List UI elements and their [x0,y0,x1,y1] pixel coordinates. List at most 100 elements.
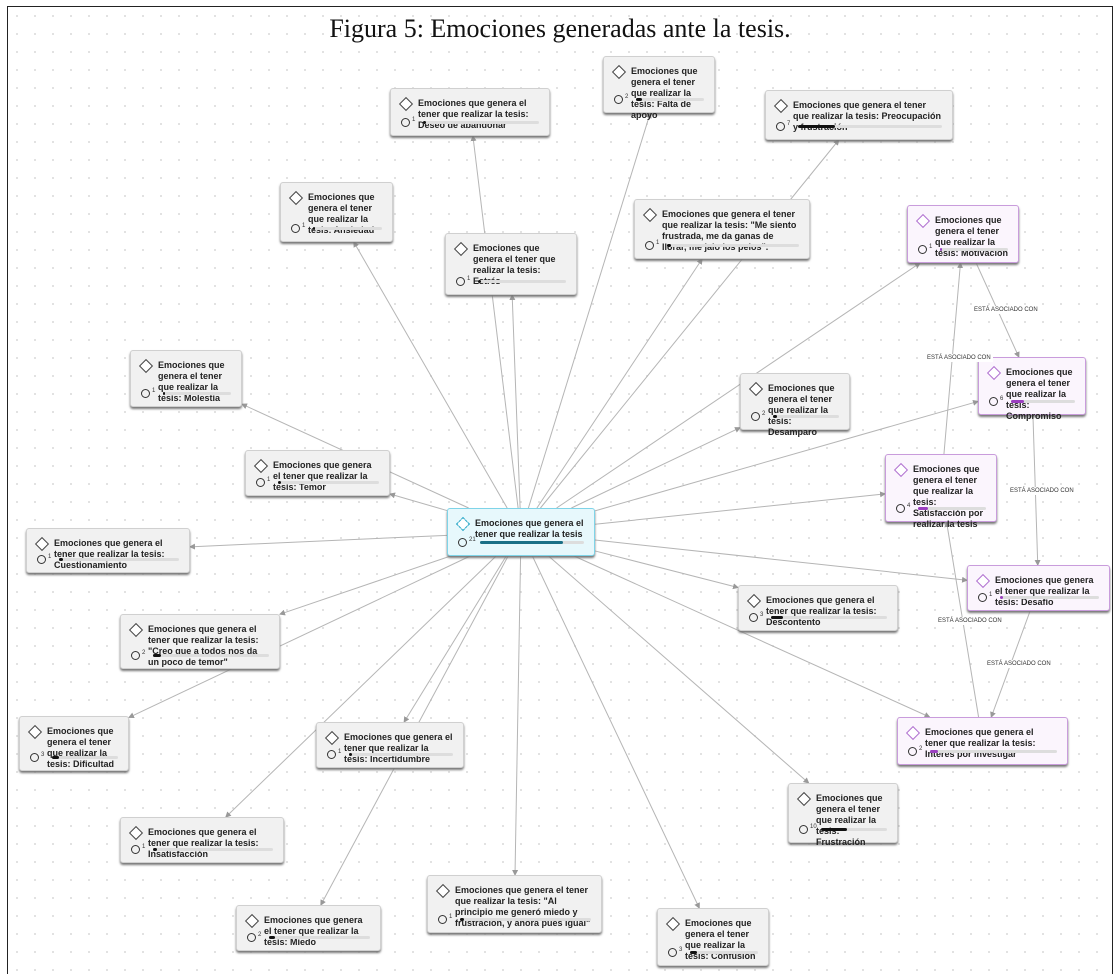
hub-edge [353,241,508,509]
node-count: 7 [787,121,791,127]
clock-icon [291,224,300,233]
hub-edge [279,555,451,616]
node-count: 2 [142,650,146,656]
clock-icon [438,915,447,924]
emotion-node[interactable]: Emociones que genera el tener que realiz… [130,350,242,407]
node-progress-bar [667,244,799,247]
node-label: Emociones que genera el tener que realiz… [925,727,1036,759]
node-label: Emociones que genera el tener que realiz… [816,793,883,847]
emotion-node[interactable]: Emociones que genera el tener que realiz… [967,565,1110,611]
node-progress-fill [59,558,63,561]
node-label: Emociones que genera el tener que realiz… [913,464,984,529]
node-count: 3 [760,612,764,618]
node-meta: 21 [458,537,584,547]
node-label: Emociones que genera el tener que realiz… [935,215,1009,258]
hub-node[interactable]: Emociones que genera el tener que realiz… [447,508,595,556]
hub-edge [594,539,968,583]
node-progress-bar [930,750,1057,753]
node-count: 2 [919,746,923,752]
emotion-node[interactable]: Emociones que genera el tener que realiz… [738,585,898,631]
clock-icon [918,245,927,254]
node-count: 1 [989,592,993,598]
node-label: Emociones que genera el tener que realiz… [148,624,259,667]
emotion-node[interactable]: Emociones que genera el tener que realiz… [280,182,393,242]
clock-icon [645,241,654,250]
node-label: Emociones que genera el tener que realiz… [631,66,698,120]
node-meta: 2 [908,746,1057,756]
hub-edge [189,534,448,550]
node-count: 1 [412,117,416,123]
clock-icon [256,478,265,487]
hub-edge [573,555,931,718]
node-label: Emociones que genera el tener que realiz… [766,595,877,627]
emotion-node[interactable]: Emociones que genera el tener que realiz… [765,90,953,140]
node-count: 1 [48,554,52,560]
emotion-node[interactable]: Emociones que genera el tener que realiz… [634,199,810,259]
node-progress-fill [313,227,316,230]
emotion-node[interactable]: Emociones que genera el tener que realiz… [236,905,381,951]
code-diamond-icon [253,458,269,474]
emotion-node[interactable]: Emociones que genera el tener que realiz… [603,56,715,120]
clock-icon [978,593,987,602]
node-label: Emociones que genera el tener que realiz… [662,209,797,252]
hub-edge [389,492,448,512]
node-progress-bar [771,616,887,619]
node-meta: 3 [30,752,118,762]
figure-title: Figura 5: Emociones generadas ante la te… [329,14,791,43]
emotion-node[interactable]: Emociones que genera el tener que realiz… [740,373,850,437]
node-progress-bar [52,756,118,759]
code-diamond-icon [27,724,43,740]
node-meta: 2 [614,94,704,104]
node-count: 1 [267,477,271,483]
node-count: 1 [449,914,453,920]
emotion-node[interactable]: Emociones que genera el tener que realiz… [427,875,602,933]
clock-icon [908,747,917,756]
node-progress-bar [59,558,179,561]
node-progress-bar [1000,596,1099,599]
node-progress-fill [771,616,783,619]
node-label: Emociones que genera el tener que realiz… [418,98,529,130]
node-label: Emociones que genera el tener que realiz… [148,827,259,859]
emotion-node[interactable]: Emociones que genera el tener que realiz… [445,233,577,295]
code-diamond-icon [611,64,627,80]
emotion-node[interactable]: Emociones que genera el tener que realiz… [120,817,284,863]
node-meta: 1 [327,749,453,759]
node-meta: 3 [749,612,887,622]
node-meta: 3 [668,947,758,957]
node-meta: 1 [37,554,179,564]
emotion-node[interactable]: Emociones que genera el tener que realiz… [26,528,190,573]
node-count: 1 [152,388,156,394]
hub-edge [594,491,886,525]
node-count: 2 [258,932,262,938]
code-diamond-icon [244,913,260,929]
edge-relation-label: ESTÁ ASOCIADO CON [972,306,1040,314]
node-progress-fill [1000,596,1003,599]
emotion-node[interactable]: Emociones que genera el tener que realiz… [120,614,280,669]
emotion-node[interactable]: Emociones que genera el tener que realiz… [245,450,390,496]
node-count: 6 [1000,396,1004,402]
node-meta: 2 [131,650,269,660]
node-label: Emociones que genera el tener que realiz… [344,732,453,764]
emotion-node[interactable]: Emociones que genera el tener que realiz… [788,783,898,847]
emotion-node[interactable]: Emociones que genera el tener que realiz… [897,717,1068,765]
clock-icon [668,948,677,957]
node-progress-fill [480,541,564,544]
edge-relation-label: ESTÁ ASOCIADO CON [1008,487,1076,495]
code-diamond-icon [324,730,340,746]
node-progress-bar [478,280,566,283]
node-label: Emociones que genera el tener que realiz… [264,915,363,947]
clock-icon [749,613,758,622]
node-count: 1 [656,240,660,246]
clock-icon [131,845,140,854]
emotion-node[interactable]: Emociones que genera el tener que realiz… [657,908,769,966]
emotion-node[interactable]: Emociones que genera el tener que realiz… [316,722,464,768]
node-progress-bar [278,481,379,484]
emotion-node[interactable]: Emociones que genera el tener que realiz… [390,88,550,136]
emotion-node[interactable]: Emociones que genera el tener que realiz… [19,716,129,771]
code-diamond-icon [128,622,144,638]
emotion-node[interactable]: Emociones que genera el tener que realiz… [907,205,1019,263]
hub-edge [128,555,471,719]
hub-edge [594,550,739,590]
emotion-node[interactable]: Emociones que genera el tener que realiz… [885,454,997,529]
emotion-node[interactable]: Emociones que genera el tener que realiz… [978,357,1086,421]
